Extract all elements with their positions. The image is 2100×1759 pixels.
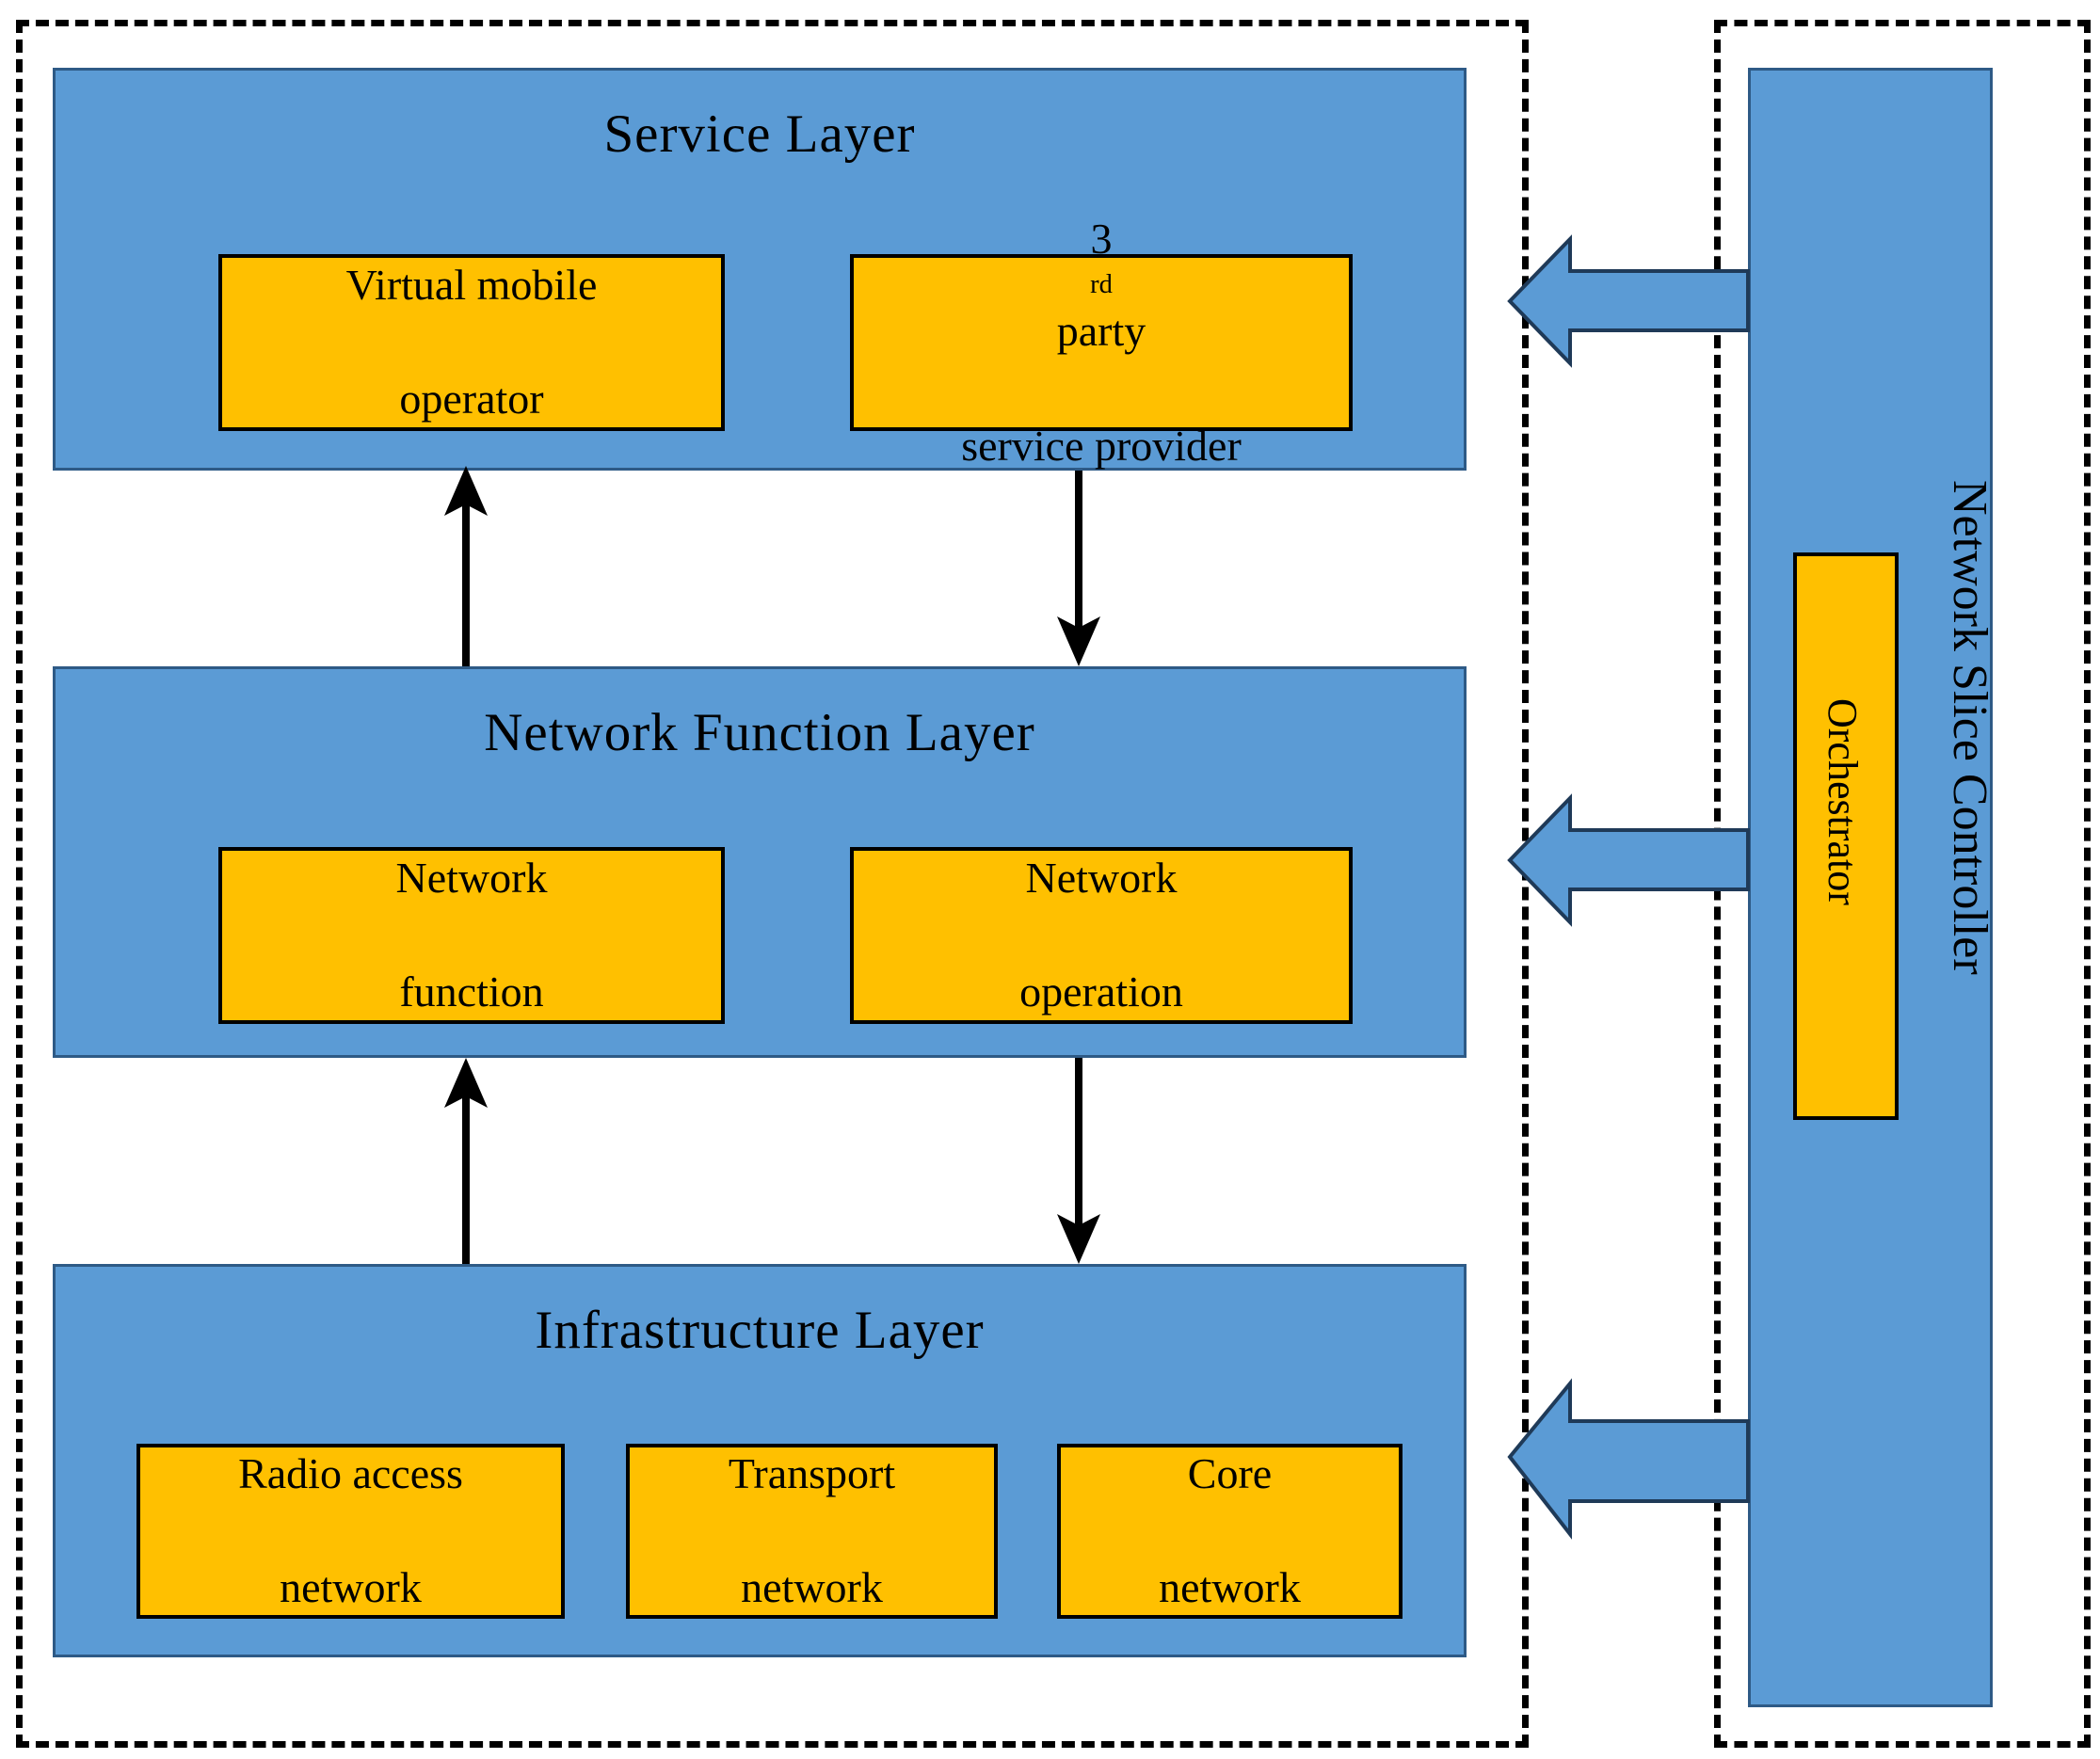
network-operation-label: Network operation: [1019, 853, 1183, 1016]
core-network-box[interactable]: Core network: [1057, 1444, 1403, 1619]
block-arrow-controller-to-infrastructure-layer: [1507, 1378, 1750, 1540]
core-network-label: Core network: [1159, 1448, 1301, 1612]
transport-network-box[interactable]: Transport network: [626, 1444, 998, 1619]
network-function-box[interactable]: Network function: [218, 847, 725, 1024]
radio-access-network-label: Radio access network: [238, 1448, 463, 1612]
infrastructure-layer-title: Infrastructure Layer: [535, 1301, 985, 1360]
network-function-layer-title: Network Function Layer: [484, 703, 1035, 762]
block-arrow-controller-to-service-layer: [1507, 234, 1750, 368]
virtual-mobile-operator-label: Virtual mobile operator: [345, 260, 598, 424]
radio-access-network-box[interactable]: Radio access network: [136, 1444, 565, 1619]
service-layer-title: Service Layer: [603, 104, 916, 164]
network-function-label: Network function: [395, 853, 548, 1016]
orchestrator-box[interactable]: [1793, 552, 1899, 1120]
block-arrow-controller-to-network-function-layer: [1507, 793, 1750, 927]
virtual-mobile-operator-box[interactable]: Virtual mobile operator: [218, 254, 725, 431]
network-slice-controller-label: Network Slice Controller: [1943, 480, 1996, 975]
orchestrator-label: Orchestrator: [1819, 698, 1866, 905]
network-operation-box[interactable]: Network operation: [850, 847, 1353, 1024]
transport-network-label: Transport network: [728, 1448, 896, 1612]
